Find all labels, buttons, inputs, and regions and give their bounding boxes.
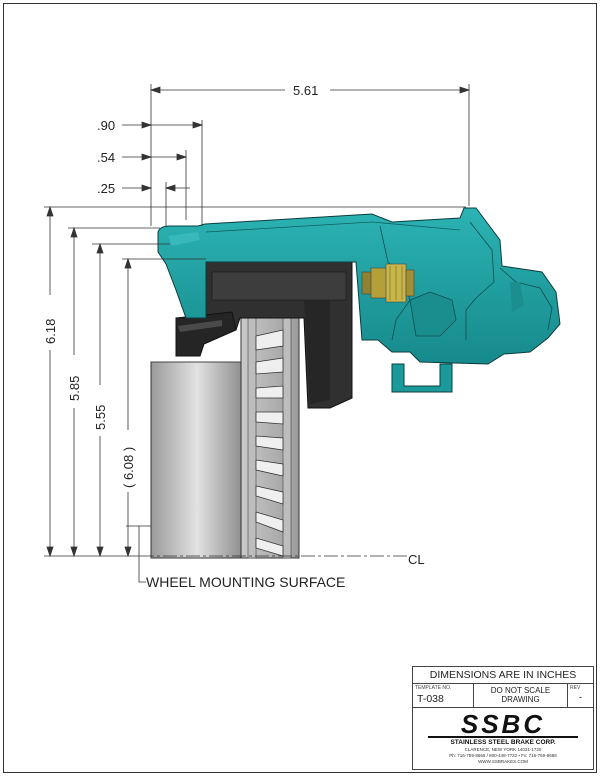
title-block: DIMENSIONS ARE IN INCHES TEMPLATE NO. T-…	[412, 666, 594, 770]
wheel-mounting-leader: WHEEL MOUNTING SURFACE	[138, 526, 345, 590]
horizontal-dimensions	[122, 86, 471, 192]
company-address: CLARENCE, NEW YORK 14031-1720	[464, 747, 542, 752]
rotor-vanes	[255, 329, 284, 557]
dim-height-618: 6.18	[43, 319, 58, 344]
rev-label: REV	[570, 685, 581, 691]
bleeder-fitting	[361, 263, 415, 303]
scale-note-line2: DRAWING	[501, 695, 540, 704]
mounting-bracket	[175, 261, 353, 409]
template-label: TEMPLATE NO.	[415, 685, 452, 691]
dim-090: .90	[97, 118, 115, 133]
title-block-info-row: TEMPLATE NO. T-038 DO NOT SCALE DRAWING …	[413, 684, 593, 708]
dim-height-585: 5.85	[67, 376, 82, 401]
vertical-dimensions	[46, 205, 132, 558]
extension-lines	[44, 84, 470, 557]
dim-025: .25	[97, 181, 115, 196]
centerline-symbol: CL	[408, 552, 425, 567]
template-cell: TEMPLATE NO. T-038	[413, 684, 474, 707]
dim-height-608-ref: ( 6.08 )	[121, 447, 136, 488]
ssbc-logo: SSBC	[413, 709, 593, 739]
rev-value: -	[579, 692, 582, 702]
hub-body	[150, 361, 244, 559]
rev-cell: REV -	[568, 684, 593, 707]
wheel-mounting-surface-label: WHEEL MOUNTING SURFACE	[146, 574, 345, 590]
dim-054: .54	[97, 150, 115, 165]
brake-rotor	[240, 317, 300, 559]
company-logo-block: SSBC STAINLESS STEEL BRAKE CORP. CLARENC…	[413, 708, 593, 770]
units-note: DIMENSIONS ARE IN INCHES	[413, 667, 593, 684]
centerline: CL	[140, 552, 425, 567]
scale-note-line1: DO NOT SCALE	[490, 686, 551, 695]
drawing-sheet-border	[3, 3, 597, 773]
scale-cell: DO NOT SCALE DRAWING	[474, 684, 568, 707]
company-name: STAINLESS STEEL BRAKE CORP.	[450, 739, 556, 746]
template-number: T-038	[417, 693, 444, 705]
company-phone: Ph: 716-759-8666 / 800-448-7722 • Fx: 71…	[449, 753, 557, 758]
dim-overall-width: 5.61	[293, 83, 318, 98]
caliper-housing	[157, 207, 561, 393]
company-contact: CLARENCE, NEW YORK 14031-1720 Ph: 716-75…	[413, 747, 593, 765]
company-website: WWW.SSBRAKES.COM	[478, 759, 528, 764]
dim-height-555: 5.55	[93, 405, 108, 430]
